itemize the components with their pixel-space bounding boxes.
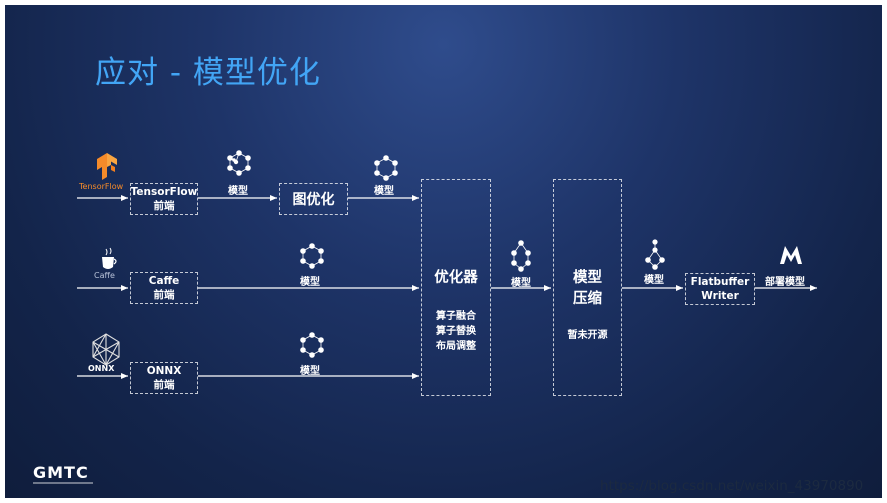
tensorflow-source-label: TensorFlow	[79, 182, 124, 191]
diagram-canvas	[77, 150, 817, 379]
model-compression-box: 模型 压缩 暂未开源	[553, 179, 622, 396]
footer-divider	[33, 482, 93, 484]
model-graph-icon	[374, 155, 398, 181]
deploy-logo-icon	[780, 246, 802, 264]
box-label: Caffe	[148, 275, 180, 287]
caffe-source-label: Caffe	[94, 271, 115, 280]
model-label: 模型	[300, 366, 320, 377]
model-graph-icon	[300, 243, 324, 269]
model-graph-icon	[645, 239, 665, 270]
watermark-url: https://blog.csdn.net/weixin_43970890	[600, 478, 864, 494]
gmtc-logo: GMTC	[33, 463, 89, 482]
tensorflow-frontend-box: TensorFlow 前端	[130, 183, 198, 215]
page-title: 应对 - 模型优化	[95, 55, 321, 91]
model-label: 模型	[374, 186, 394, 197]
box-label: Writer	[701, 290, 739, 302]
tensorflow-logo-icon	[97, 153, 117, 180]
box-label: Flatbuffer	[690, 276, 750, 288]
optimizer-title: 优化器	[434, 270, 478, 286]
graph-optimize-box: 图优化	[279, 183, 348, 215]
model-graph-icon	[227, 150, 251, 176]
flatbuffer-writer-box: Flatbuffer Writer	[685, 273, 755, 305]
caffe-cup-icon	[102, 247, 117, 269]
model-label: 模型	[228, 186, 248, 197]
box-label: 前端	[153, 289, 175, 301]
onnx-source-label: ONNX	[88, 364, 115, 373]
optimizer-box: 优化器 算子融合 算子替换 布局调整	[421, 179, 491, 396]
optimizer-op-replace: 算子替换	[436, 326, 476, 337]
onnx-logo-icon	[92, 333, 120, 366]
compression-note: 暂未开源	[567, 330, 608, 341]
model-label: 模型	[300, 277, 320, 288]
optimizer-layout-adjust: 布局调整	[436, 341, 476, 352]
slide: 应对 - 模型优化	[5, 5, 882, 498]
box-label: ONNX	[146, 365, 182, 377]
onnx-frontend-box: ONNX 前端	[130, 362, 198, 394]
model-label: 模型	[511, 278, 531, 289]
box-label: TensorFlow	[130, 186, 198, 198]
compression-line1: 模型	[573, 270, 602, 286]
compression-line2: 压缩	[573, 291, 602, 307]
box-label: 前端	[153, 200, 175, 212]
optimizer-op-fusion: 算子融合	[436, 311, 476, 322]
model-graph-icon	[300, 332, 324, 358]
model-label: 模型	[644, 275, 664, 286]
caffe-frontend-box: Caffe 前端	[130, 272, 198, 304]
model-graph-icon	[511, 240, 531, 272]
deploy-model-label: 部署模型	[765, 277, 805, 288]
box-label: 前端	[153, 379, 175, 391]
